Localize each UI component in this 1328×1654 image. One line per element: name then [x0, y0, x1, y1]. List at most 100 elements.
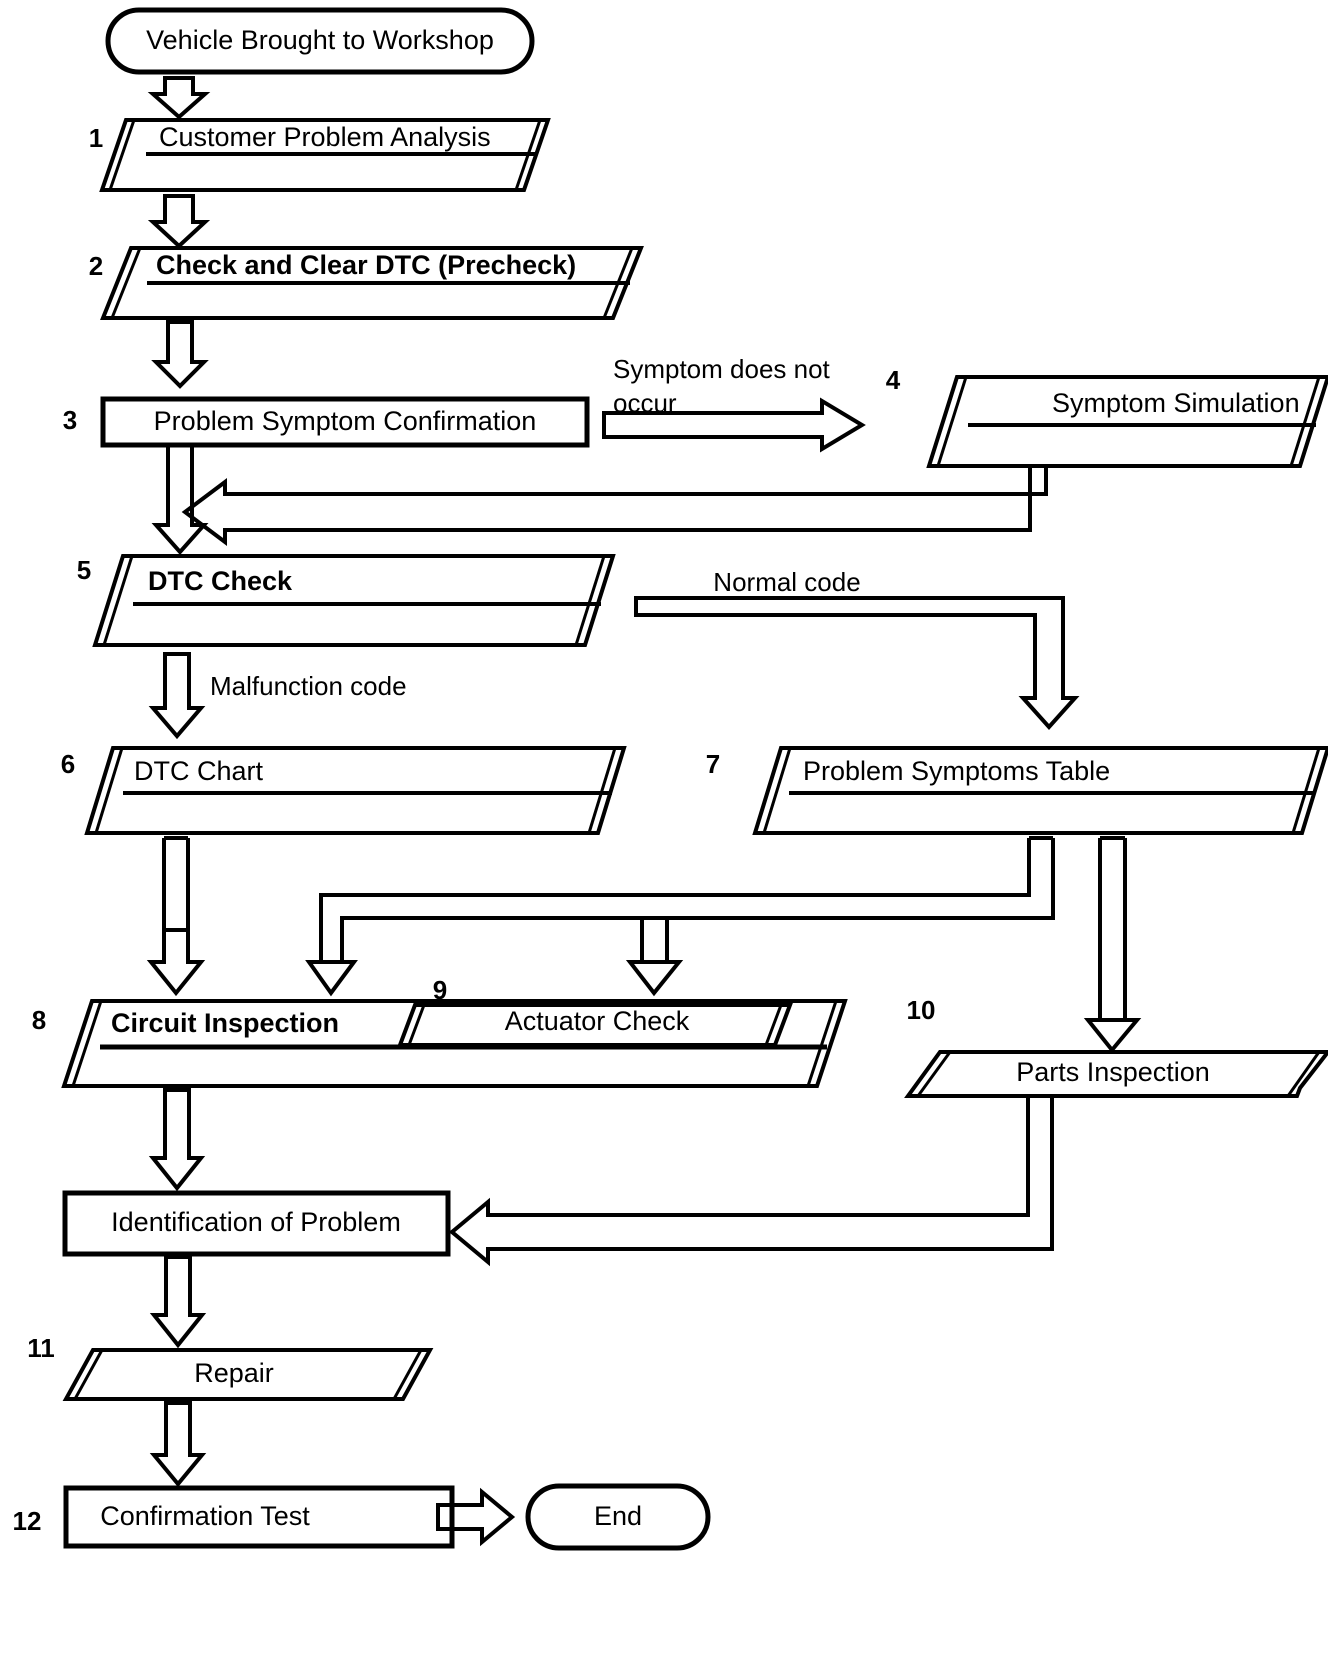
node-start[interactable]: Vehicle Brought to Workshop [105, 7, 535, 75]
node-11-shape [62, 1348, 434, 1401]
node-9-actuator-check[interactable]: Actuator Check [397, 1003, 793, 1047]
down-arrow-icon [305, 960, 358, 997]
node-5-left-bevel [102, 555, 134, 646]
node-7-left-bevel [762, 747, 792, 834]
node-4-symptom-simulation[interactable]: Symptom Simulation [926, 375, 1328, 468]
node-12-shape [63, 1485, 455, 1549]
node-7-problem-symptoms-table[interactable]: Problem Symptoms Table [752, 746, 1328, 835]
node-8-shape [61, 999, 848, 1088]
node-9-shape [397, 1003, 793, 1047]
node-2-label: Check and Clear DTC (Precheck) [156, 250, 576, 280]
step-number-4: 4 [886, 365, 901, 395]
down-arrow-icon [634, 596, 1080, 730]
step-number-2: 2 [89, 251, 103, 281]
node-6-right-bevel [587, 747, 617, 834]
start-terminal-shape [105, 7, 535, 75]
node-10-parts-inspection[interactable]: Parts Inspection [904, 1050, 1328, 1098]
arrow-7-to-10 [1083, 836, 1142, 1054]
node-6-label: DTC Chart [134, 756, 264, 786]
arrow-1-to-2 [147, 194, 211, 249]
connector-7-trunk [319, 838, 1055, 962]
node-11-label: Repair [194, 1358, 274, 1388]
node-2-left-bevel [110, 247, 142, 319]
arrow-12-to-end [436, 1487, 516, 1547]
step-number-7: 7 [706, 749, 720, 779]
node-2-shape [100, 246, 644, 320]
node-11-left-bevel [73, 1349, 104, 1400]
down-arrow-icon [149, 1401, 207, 1488]
node-2-check-and-clear-dtc[interactable]: Check and Clear DTC (Precheck) [100, 246, 644, 320]
node-6-shape [84, 746, 627, 835]
down-arrow-icon [146, 928, 206, 997]
step-number-12: 12 [13, 1506, 42, 1536]
node-9-right-bevel [764, 1004, 783, 1046]
node-1-left-bevel [108, 119, 136, 191]
arrow-3-to-5 [151, 443, 209, 556]
edge-label-normal-code: Normal code [713, 567, 860, 597]
down-arrow-icon [147, 194, 211, 249]
identification-shape [62, 1190, 451, 1257]
node-10-label: Parts Inspection [1016, 1057, 1210, 1087]
arrow-11-to-12 [149, 1401, 207, 1488]
left-arrow-icon [448, 1094, 1054, 1267]
node-11-right-bevel [392, 1349, 423, 1400]
edge-label-symptom-does-not-occur-line1: Symptom does not [613, 354, 831, 384]
start-terminal-label: Vehicle Brought to Workshop [146, 25, 494, 55]
down-arrow-icon [1083, 1018, 1142, 1054]
down-arrow-icon [148, 1088, 206, 1192]
down-arrow-icon [147, 76, 211, 120]
down-arrow-icon [149, 1255, 207, 1349]
node-6-dtc-chart[interactable]: DTC Chart [84, 746, 627, 835]
node-1-shape [99, 118, 551, 192]
arrow-start-to-1 [147, 76, 211, 120]
step-number-9: 9 [433, 975, 447, 1005]
node-12-confirmation-test[interactable]: Confirmation Test [63, 1485, 455, 1549]
node-4-right-bevel [1289, 376, 1321, 467]
node-1-customer-problem-analysis[interactable]: Customer Problem Analysis [99, 118, 551, 192]
node-end[interactable]: End [525, 1483, 711, 1551]
down-arrow-icon [148, 652, 206, 740]
right-arrow-icon [602, 397, 866, 453]
node-3-problem-symptom-confirmation[interactable]: Problem Symptom Confirmation [100, 396, 590, 448]
node-11-repair[interactable]: Repair [62, 1348, 434, 1401]
arrow-4-feedback-to-5 [181, 464, 1048, 546]
node-10-shape [904, 1050, 1328, 1098]
arrow-10-to-identification [448, 1094, 1054, 1267]
identification-label: Identification of Problem [111, 1207, 401, 1237]
node-9-label: Actuator Check [505, 1006, 690, 1036]
node-8-label: Circuit Inspection [111, 1008, 339, 1038]
connector-7-branch [305, 836, 1055, 997]
node-8-left-bevel [71, 1000, 103, 1087]
end-terminal-label: End [594, 1501, 642, 1531]
node-7-right-bevel [1291, 747, 1321, 834]
arrow-3-to-4 [602, 397, 866, 453]
node-10-right-bevel [1286, 1051, 1321, 1097]
step-number-11: 11 [27, 1333, 55, 1363]
node-6-left-bevel [94, 747, 124, 834]
node-4-shape [926, 375, 1328, 468]
node-4-left-bevel [936, 376, 968, 467]
end-terminal-shape [525, 1483, 711, 1551]
arrow-6-to-8 [146, 836, 206, 997]
step-number-1: 1 [89, 123, 103, 153]
node-7-label: Problem Symptoms Table [803, 756, 1110, 786]
node-1-label: Customer Problem Analysis [159, 122, 491, 152]
down-arrow-icon [625, 960, 684, 997]
node-8-right-bevel [806, 1000, 838, 1087]
node-3-shape [100, 396, 590, 448]
step-number-8: 8 [32, 1005, 46, 1035]
arrow-8-to-identification [148, 1088, 206, 1192]
node-identification-of-problem[interactable]: Identification of Problem [62, 1190, 451, 1257]
arrow-5-to-6 [148, 652, 206, 740]
node-5-dtc-check[interactable]: DTC Check [92, 554, 616, 647]
node-3-label: Problem Symptom Confirmation [154, 406, 537, 436]
node-5-label: DTC Check [148, 566, 293, 596]
arrow-normal-code-to-7 [634, 596, 1080, 730]
step-number-5: 5 [77, 555, 91, 585]
arrow-2-to-3 [151, 320, 209, 389]
node-10-left-bevel [916, 1051, 952, 1097]
node-5-right-bevel [574, 555, 606, 646]
node-9-left-bevel [407, 1004, 426, 1046]
